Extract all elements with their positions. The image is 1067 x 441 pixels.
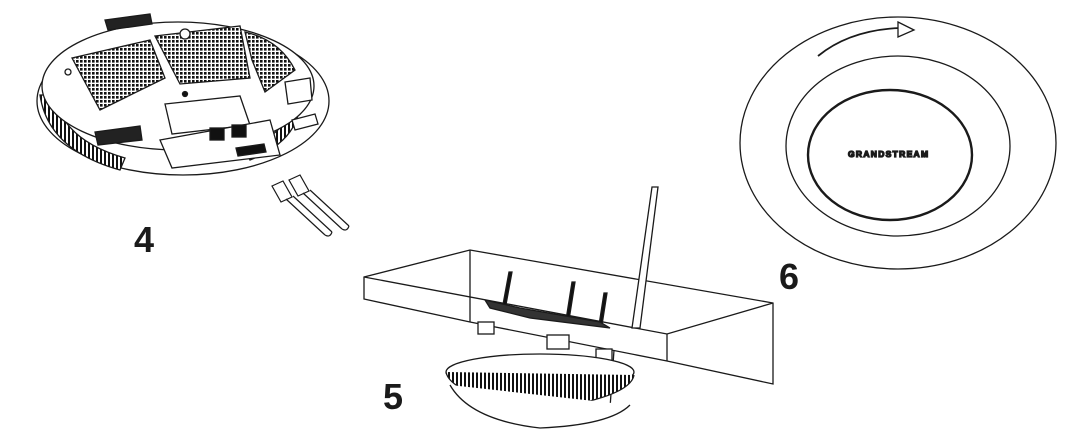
ethernet-cables <box>271 174 350 237</box>
rotation-arrow-head <box>897 20 916 38</box>
ap-front-center <box>806 88 974 222</box>
ap-screw-top <box>179 28 191 40</box>
ap-port-poe <box>231 124 247 138</box>
rotation-arrow <box>817 27 901 57</box>
ceiling-mount-view <box>363 186 774 429</box>
ap-front-view: GRANDSTREAM <box>739 16 1057 270</box>
step-number-4: 4 <box>134 219 155 260</box>
ap-back-vent-left <box>71 39 166 111</box>
ap-port-lan <box>209 127 225 141</box>
ap-back-vent-right <box>244 31 296 94</box>
device-brand-label: GRANDSTREAM <box>848 149 929 159</box>
ap-mount-tab-top <box>104 13 153 31</box>
step-number-6: 6 <box>779 256 800 297</box>
ap-port-label <box>235 143 267 157</box>
ap-mount-tab-right <box>284 77 313 105</box>
ap-back-view <box>36 13 330 176</box>
step-number-5: 5 <box>383 376 404 417</box>
ap-back-vent-center <box>153 25 251 85</box>
mounting-cable <box>631 186 659 329</box>
ap-mount-tab-left <box>94 125 143 146</box>
